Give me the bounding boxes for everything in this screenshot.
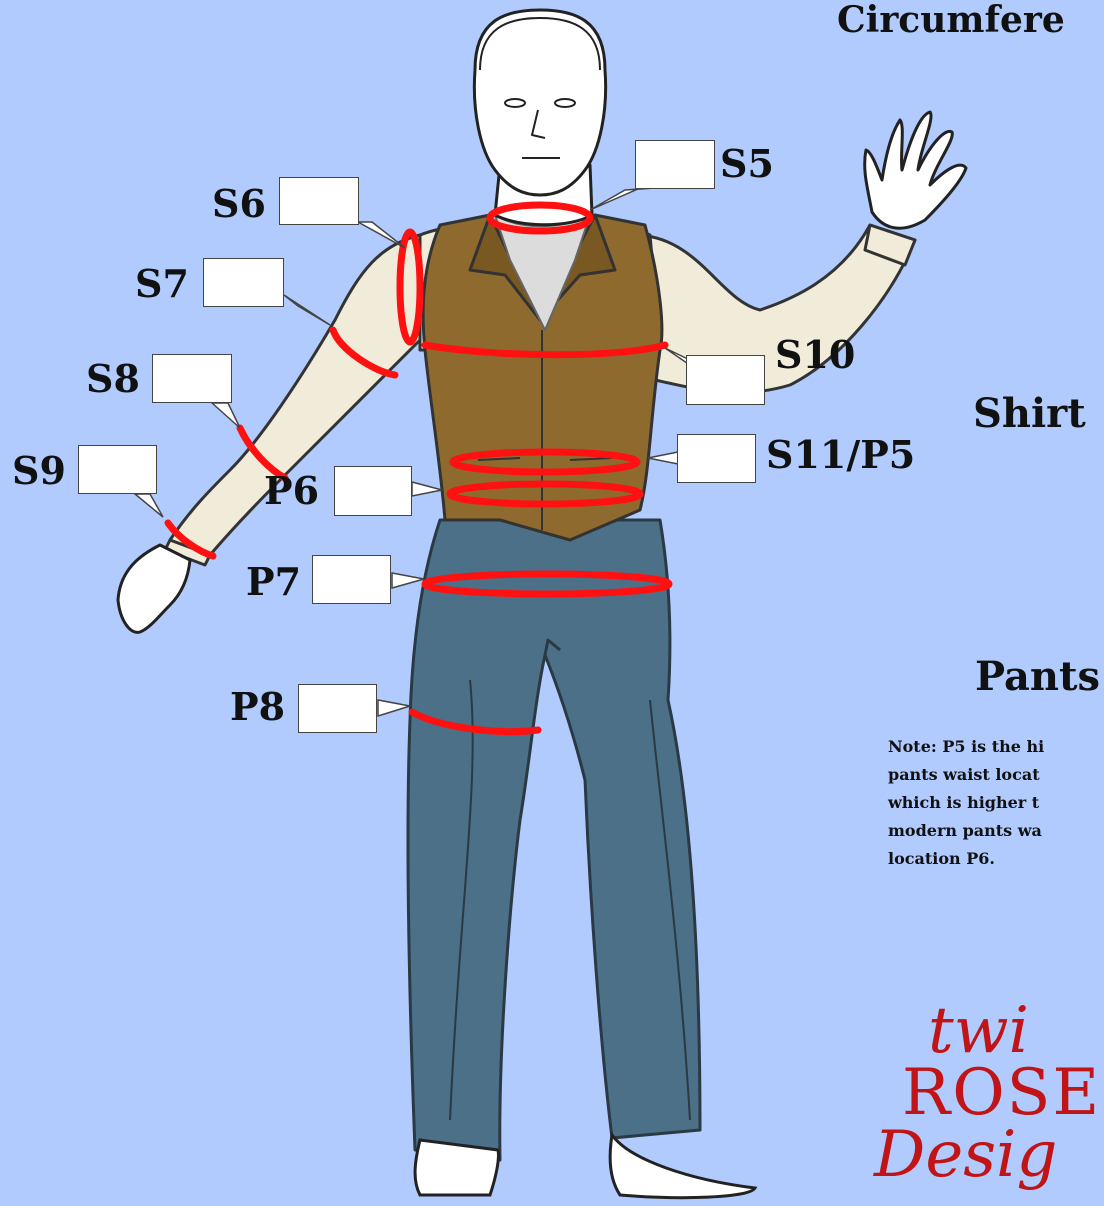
label-S6: S6 (212, 185, 266, 223)
measurement-field-S6[interactable] (280, 178, 358, 224)
note-line: pants waist locat (888, 761, 1104, 789)
note-line: which is higher t (888, 789, 1104, 817)
brand-logo: twi ROSE Desig (868, 1000, 1101, 1186)
input-box-S8 (152, 354, 232, 403)
label-S10: S10 (775, 336, 855, 374)
label-S11P5: S11/P5 (766, 436, 915, 474)
input-box-P6 (334, 466, 412, 516)
note-line: location P6. (888, 845, 1104, 873)
logo-line: twi (868, 1000, 1101, 1062)
input-box-S10 (686, 355, 765, 405)
pants-section-title: Pants (975, 655, 1100, 699)
input-box-S5 (635, 140, 715, 189)
measurement-field-S7[interactable] (204, 259, 283, 306)
page-title: Circumfere (837, 0, 1065, 40)
measurement-field-S11P5[interactable] (678, 435, 755, 482)
head (474, 10, 605, 225)
measurement-field-S9[interactable] (79, 446, 156, 493)
label-S8: S8 (86, 360, 140, 398)
input-box-S11P5 (677, 434, 756, 483)
note-line: modern pants wa (888, 817, 1104, 845)
measurement-field-P6[interactable] (335, 467, 411, 515)
label-P6: P6 (264, 472, 319, 510)
label-S9: S9 (12, 452, 66, 490)
measurement-field-S10[interactable] (687, 356, 764, 404)
pants (408, 520, 700, 1160)
measurement-field-S5[interactable] (636, 141, 714, 188)
input-box-P7 (312, 555, 391, 604)
note-line: Note: P5 is the hi (888, 733, 1104, 761)
label-S7: S7 (135, 265, 189, 303)
feet (415, 1135, 755, 1198)
measurement-field-S8[interactable] (153, 355, 231, 402)
measurement-field-P7[interactable] (313, 556, 390, 603)
input-box-P8 (298, 684, 377, 733)
measurement-field-P8[interactable] (299, 685, 376, 732)
input-box-S7 (203, 258, 284, 307)
label-S5: S5 (720, 145, 774, 183)
logo-line: Desig (868, 1124, 1101, 1186)
shirt-section-title: Shirt (973, 392, 1086, 436)
label-P8: P8 (230, 688, 285, 726)
pants-note: Note: P5 is the hi pants waist locat whi… (888, 733, 1104, 873)
label-P7: P7 (246, 563, 301, 601)
input-box-S6 (279, 177, 359, 225)
logo-line: ROSE (868, 1062, 1101, 1124)
input-box-S9 (78, 445, 157, 494)
